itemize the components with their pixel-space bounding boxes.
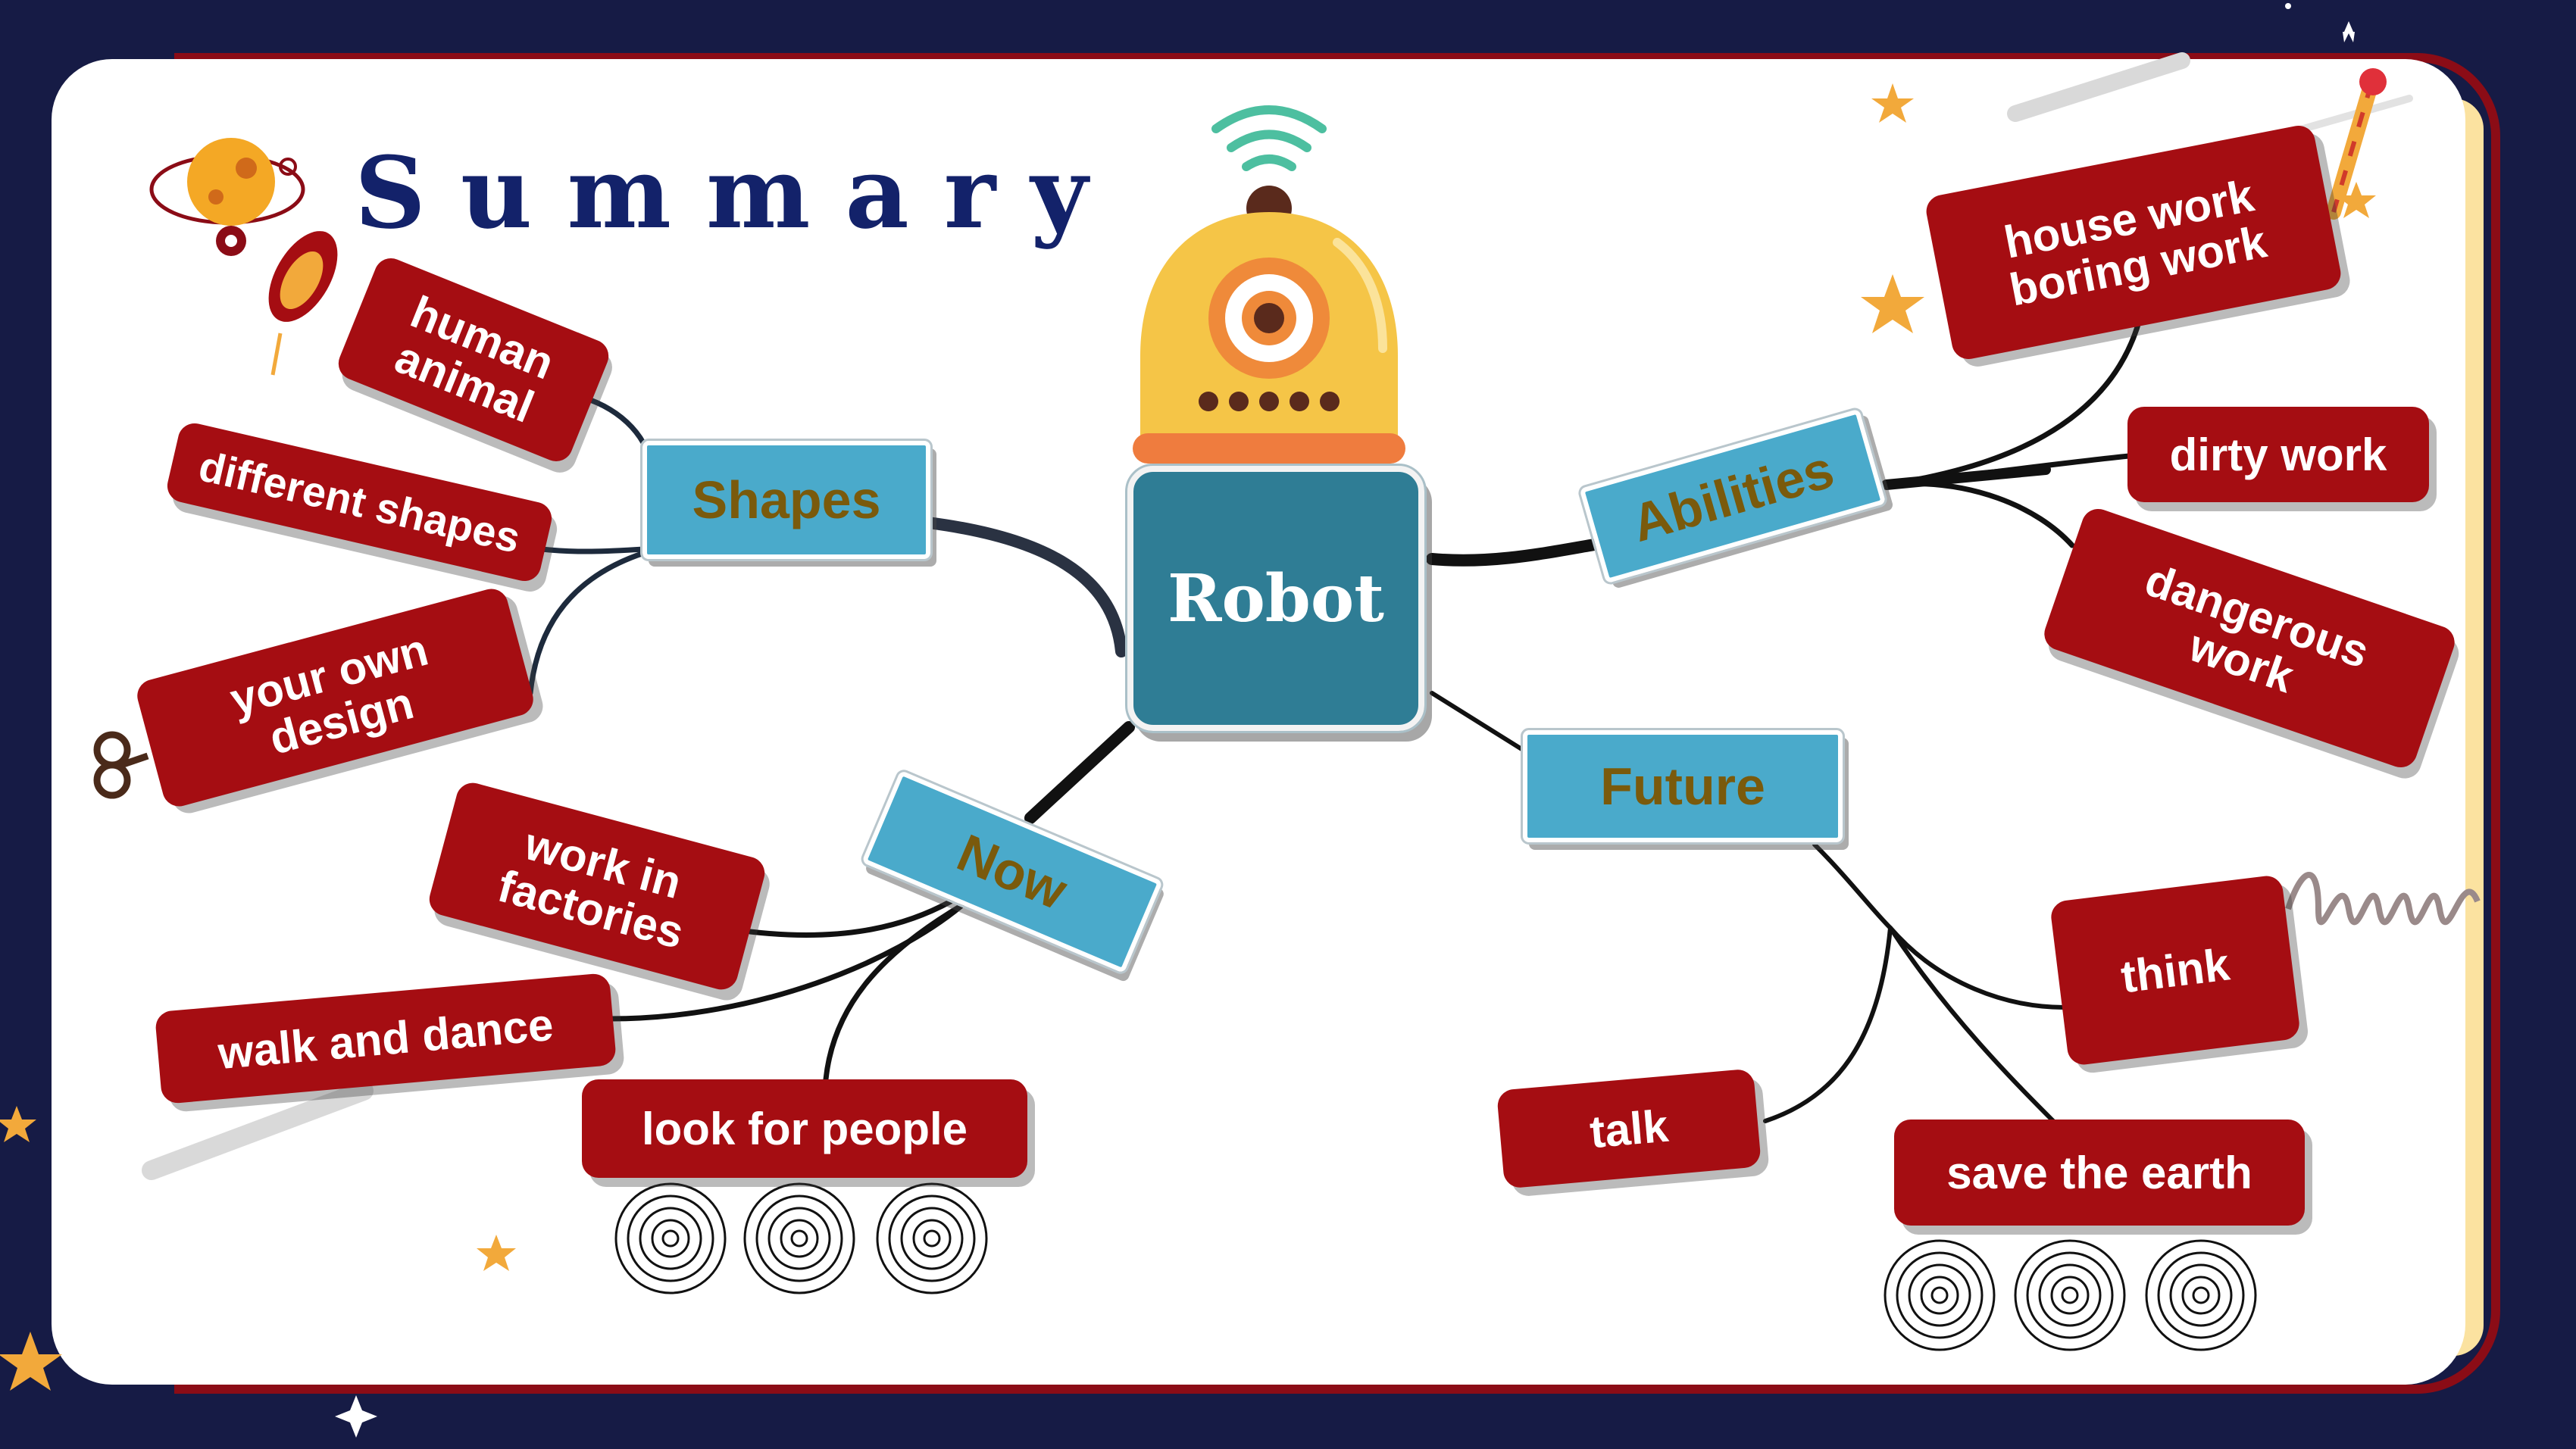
robot-head-icon: [1133, 105, 1405, 464]
wifi-antenna-icon: [1211, 105, 1327, 171]
wind-up-key-icon: [93, 731, 149, 799]
branch-future: Future: [1521, 728, 1845, 845]
leaf-look-for-people: look for people: [582, 1079, 1027, 1178]
connector-shapes: [922, 517, 1127, 657]
pencil-icon: [2326, 68, 2387, 220]
branch-shapes: Shapes: [640, 439, 933, 561]
leaf-dirty-work: dirty work: [2127, 407, 2429, 502]
page-title: Summary: [355, 135, 1123, 251]
wheels-icon: [1884, 1239, 2257, 1351]
spring-icon: [2285, 872, 2481, 926]
sparkle-icon: [335, 3, 2364, 1438]
connector-future: [1430, 691, 1525, 752]
center-node: Robot: [1125, 464, 1427, 733]
wheels-icon: [614, 1182, 988, 1294]
rocket-icon: [268, 231, 338, 376]
connector-abilities: [1426, 538, 1605, 567]
connector-now: [1024, 721, 1135, 824]
leaf-think: think: [2049, 874, 2302, 1066]
planet-icon: [149, 138, 305, 256]
leaf-save-the-earth: save the earth: [1894, 1120, 2305, 1226]
star-icon: [0, 83, 2376, 1391]
